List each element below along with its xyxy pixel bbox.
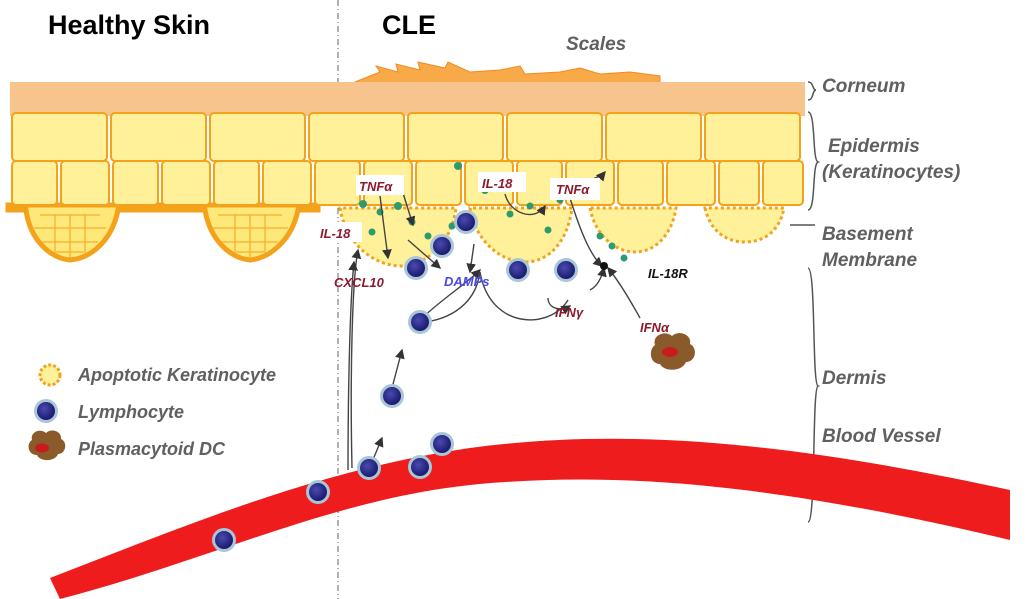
ifn-gamma-label: IFNγ	[555, 305, 584, 320]
il18-label-left: IL-18	[320, 226, 351, 241]
basement-label: Basement	[822, 224, 913, 245]
damps-label: DAMPs	[444, 274, 490, 289]
tnf-alpha-label-left: TNFα	[359, 179, 393, 194]
lymphocyte	[380, 384, 404, 408]
il18r-receptor	[600, 262, 608, 270]
signaling-arrows	[347, 170, 641, 471]
ifn-alpha-label: IFNα	[640, 320, 670, 335]
legend: Apoptotic Keratinocyte Lymphocyte Plasma…	[28, 363, 276, 461]
scales	[354, 61, 661, 89]
lymphocyte	[408, 455, 432, 479]
epidermis-label: Epidermis	[828, 136, 920, 157]
legend-lymphocyte-label: Lymphocyte	[78, 402, 184, 422]
lymphocyte	[506, 258, 530, 282]
lymphocyte	[306, 480, 330, 504]
dermis-label: Dermis	[822, 368, 886, 389]
corneum-label: Corneum	[822, 76, 906, 97]
legend-pdc-label: Plasmacytoid DC	[78, 439, 226, 459]
cle-apoptotic-zone	[338, 206, 786, 268]
legend-apoptotic-label: Apoptotic Keratinocyte	[77, 365, 276, 385]
keratinocytes-label: (Keratinocytes)	[822, 162, 960, 183]
blood-vessel	[50, 438, 1010, 599]
lymphocyte-icon	[34, 399, 58, 423]
lymphocyte	[408, 310, 432, 334]
scales-label: Scales	[566, 34, 626, 55]
lymphocytes	[212, 210, 578, 552]
lymphocyte	[357, 456, 381, 480]
cle-title: CLE	[382, 10, 436, 40]
lymphocyte	[454, 210, 478, 234]
lymphocyte	[212, 528, 236, 552]
healthy-skin-title: Healthy Skin	[48, 10, 210, 40]
membrane-label: Membrane	[822, 250, 917, 271]
il18-label-mid: IL-18	[482, 176, 513, 191]
cxcl10-label: CXCL10	[334, 275, 385, 290]
plasmacytoid-dc	[650, 333, 695, 370]
corneum-layer	[10, 82, 805, 116]
tnf-alpha-label-right: TNFα	[556, 182, 590, 197]
lymphocyte	[554, 258, 578, 282]
lymphocyte	[404, 256, 428, 280]
lymphocyte	[430, 432, 454, 456]
lymphocyte	[430, 234, 454, 258]
il18r-label: IL-18R	[648, 266, 688, 281]
basal-cell-grid	[34, 214, 288, 258]
plasmacytoid-dc-icon	[28, 430, 66, 461]
epidermis-cells	[11, 112, 804, 206]
blood-vessel-label: Blood Vessel	[822, 426, 941, 447]
apoptotic-keratinocyte-icon	[38, 363, 62, 387]
